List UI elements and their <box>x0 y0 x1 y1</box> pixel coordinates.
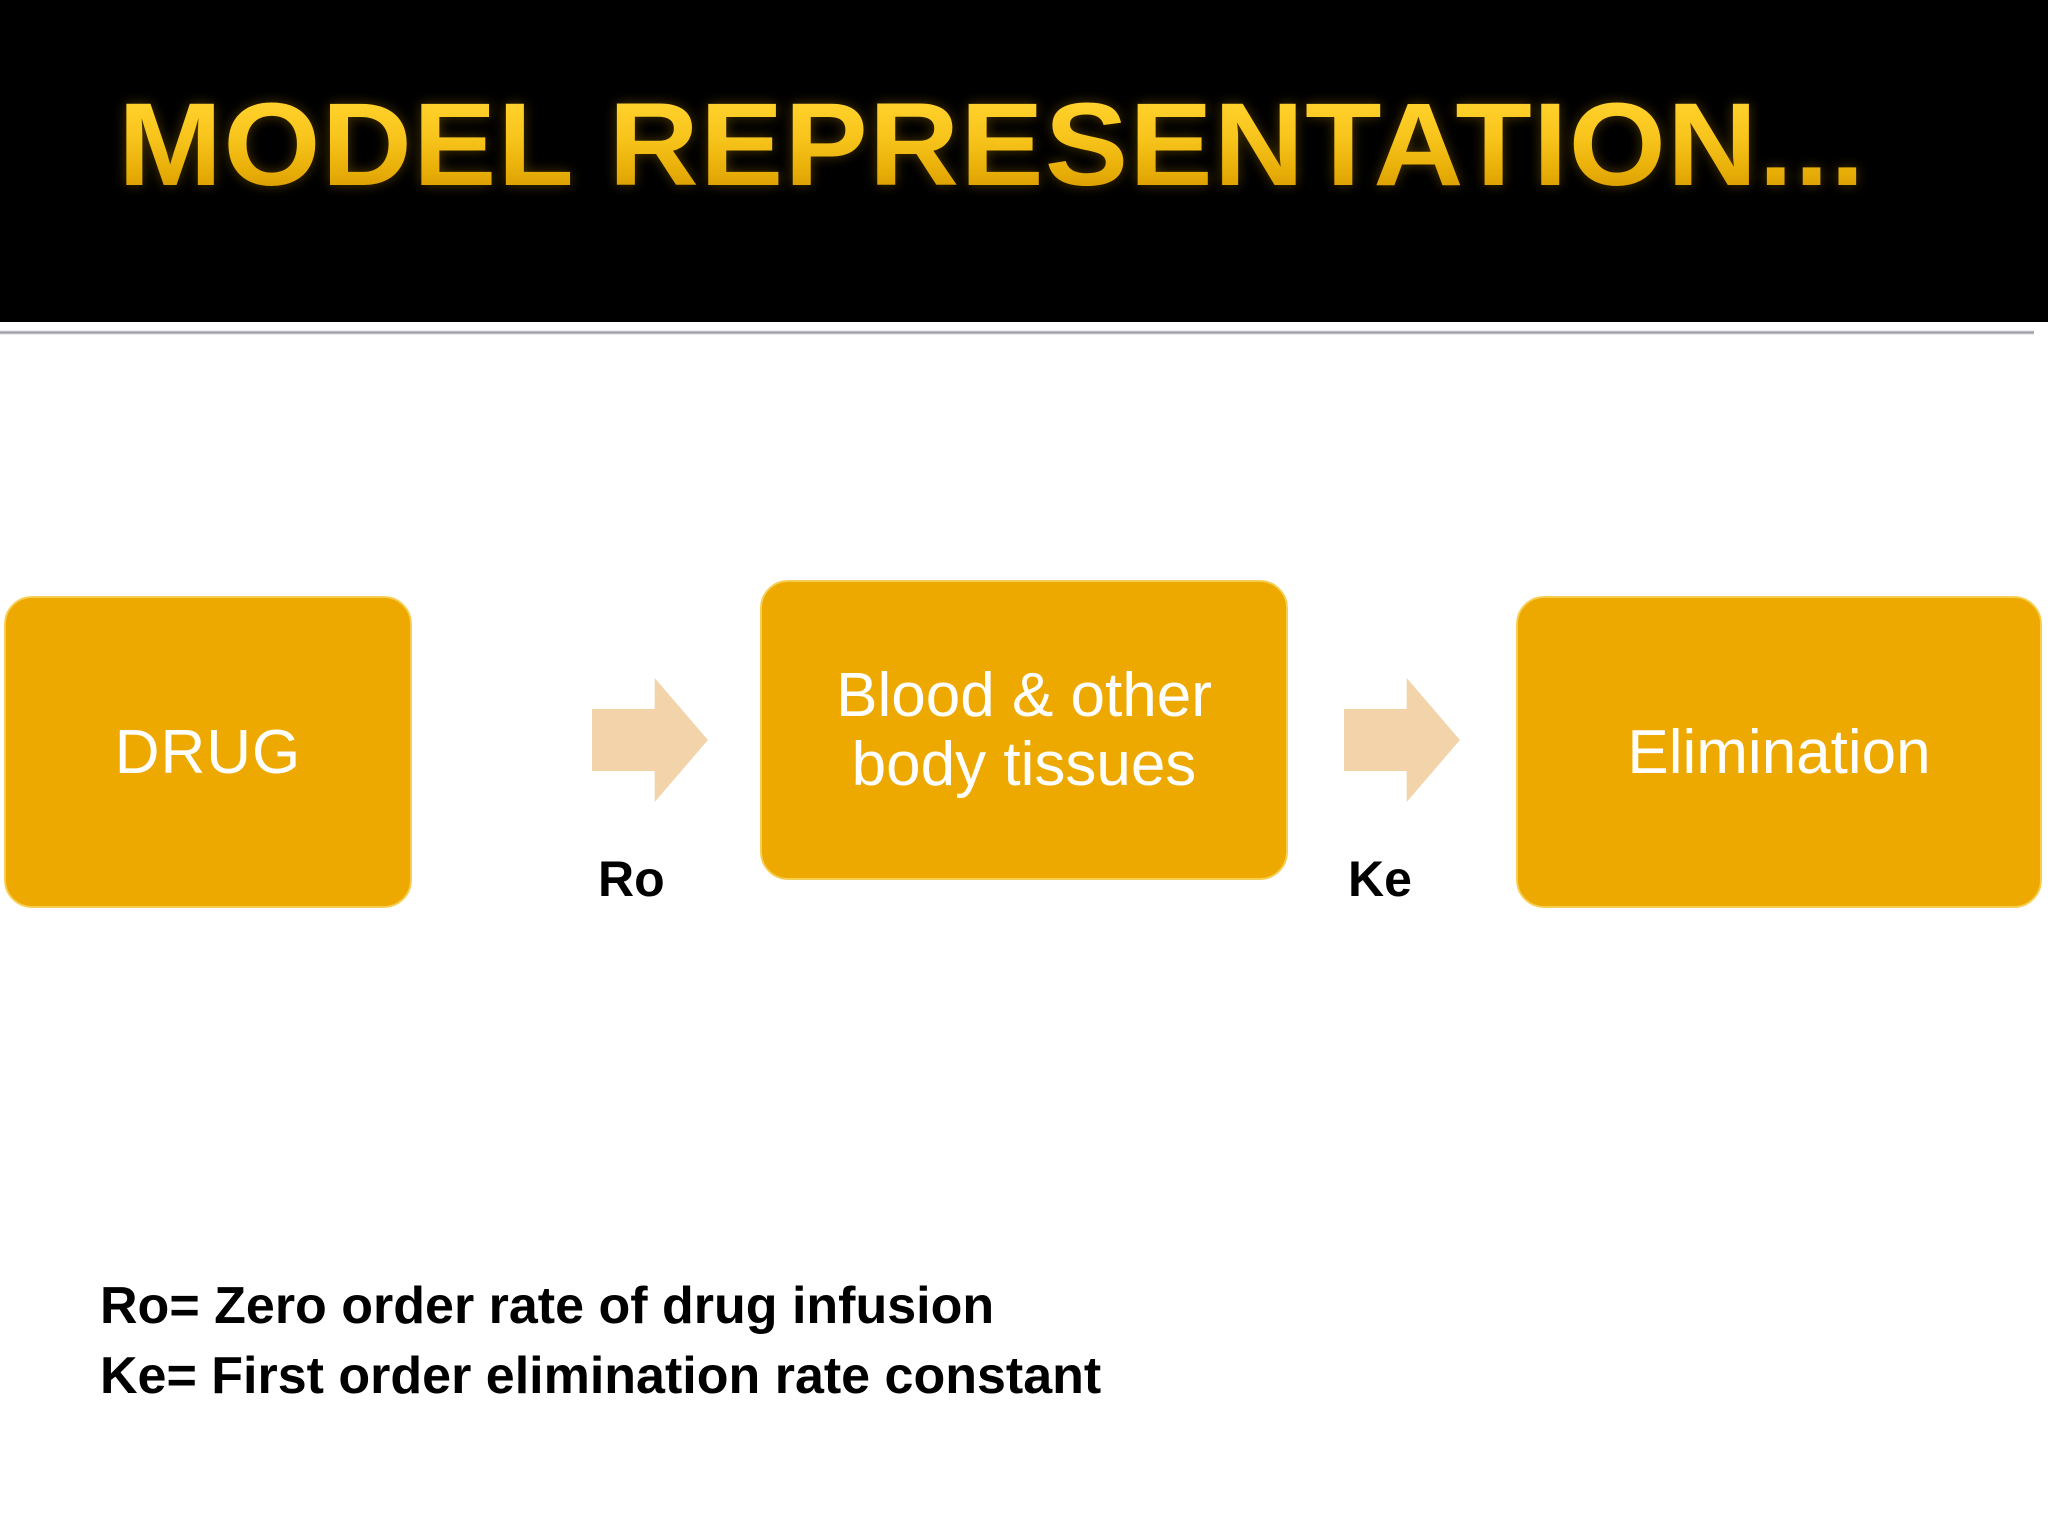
flow-box-blood-label-line1: Blood & other <box>836 660 1212 730</box>
page-title: MODEL REPRESENTATION... <box>118 79 1866 211</box>
page-title-glow: MODEL REPRESENTATION... <box>118 86 1866 204</box>
flow-box-blood-and-body-tissues: Blood & other body tissues <box>758 578 1290 882</box>
flow-box-elimination: Elimination <box>1514 594 2044 910</box>
legend: Ro= Zero order rate of drug infusion Ke=… <box>100 1272 1101 1411</box>
flow-box-drug: DRUG <box>2 594 414 910</box>
right-arrow-icon-ke <box>1344 678 1460 802</box>
flow-box-blood-label-line2: body tissues <box>851 730 1197 799</box>
flow-box-blood-label: Blood & other body tissues <box>836 661 1212 800</box>
rate-label-ke: Ke <box>1348 851 1412 907</box>
flow-box-drug-label: DRUG <box>114 717 302 787</box>
right-arrow-icon-ro <box>592 678 708 802</box>
legend-line-ro: Ro= Zero order rate of drug infusion <box>100 1277 995 1335</box>
title-banner: MODEL REPRESENTATION... MODEL REPRESENTA… <box>0 0 2048 322</box>
banner-divider <box>0 330 2034 335</box>
flow-box-elimination-label: Elimination <box>1627 717 1931 787</box>
rate-label-ro: Ro <box>598 851 665 907</box>
legend-line-ke: Ke= First order elimination rate constan… <box>100 1346 1102 1405</box>
